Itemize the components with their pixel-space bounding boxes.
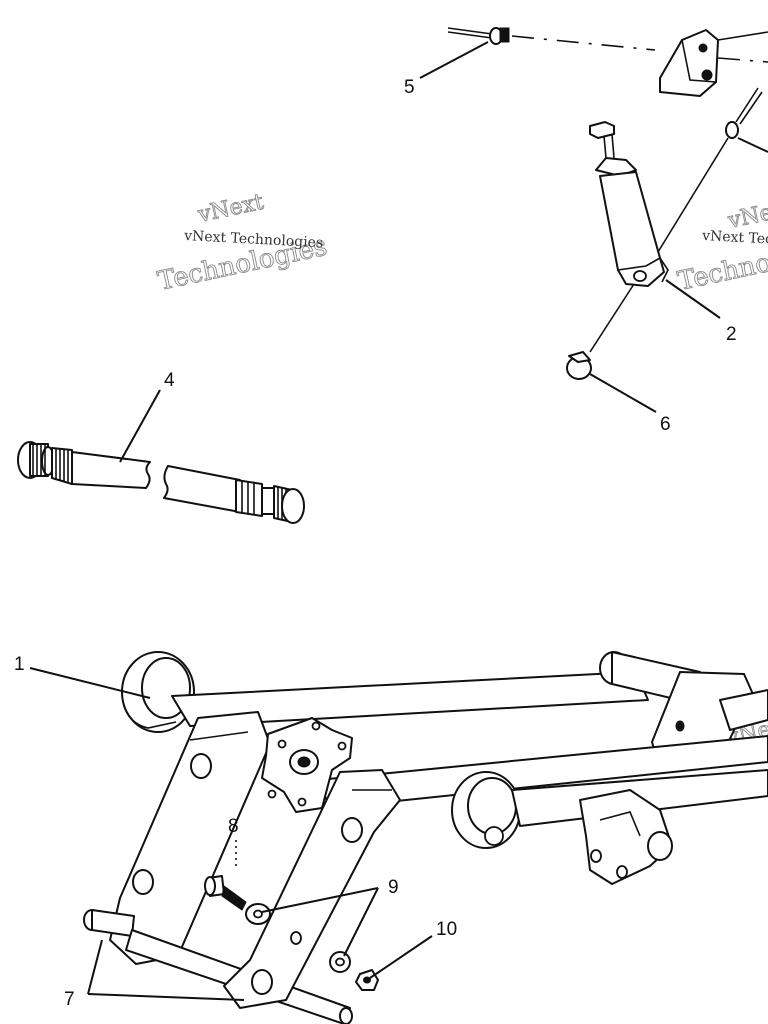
callout-2: 2 [726, 324, 737, 345]
leader-9a [261, 887, 379, 913]
leader-5 [419, 41, 489, 79]
callout-4: 4 [164, 370, 175, 391]
watermark-small: vNext Technologies [183, 228, 324, 251]
watermark-upper-left: vNext Technologies vNext Technologies [155, 189, 330, 297]
callout-1: 1 [14, 654, 25, 675]
leader-7b [87, 993, 245, 1001]
part-8-bolt [204, 840, 247, 911]
part-1-frame [83, 651, 768, 1024]
watermark-upper-right: vNext Technologies vNext Technologies [675, 195, 768, 297]
callout-10: 10 [436, 919, 457, 940]
part-5-cable-bracket [447, 27, 768, 97]
part-6-cap [566, 351, 592, 380]
callout-5: 5 [404, 77, 415, 98]
part-10-nut [355, 969, 379, 991]
cable-nut-hex [499, 27, 510, 43]
callout-7: 7 [64, 989, 75, 1010]
callout-9: 9 [388, 877, 399, 898]
watermark-large-line1: vNext [725, 196, 768, 234]
watermark-small: vNext Technologies [701, 228, 768, 251]
leader-4 [119, 389, 161, 463]
part-2-lever-arm [589, 87, 768, 353]
bracket [659, 29, 719, 97]
leader-2 [665, 279, 721, 319]
leader-lines [29, 41, 721, 1001]
leader-9b [343, 887, 379, 957]
callout-6: 6 [660, 414, 671, 435]
part-4-shaft [17, 441, 305, 524]
callout-numbers: 5 2 6 4 1 8 9 10 7 [14, 77, 737, 1010]
watermark-large-line1: vNext [195, 190, 266, 228]
leader-1 [29, 667, 151, 699]
callout-8: 8 [228, 816, 239, 837]
leader-6 [589, 373, 657, 413]
leader-10 [369, 935, 433, 979]
leader-7a [87, 939, 103, 995]
part-9-washers [245, 903, 351, 973]
